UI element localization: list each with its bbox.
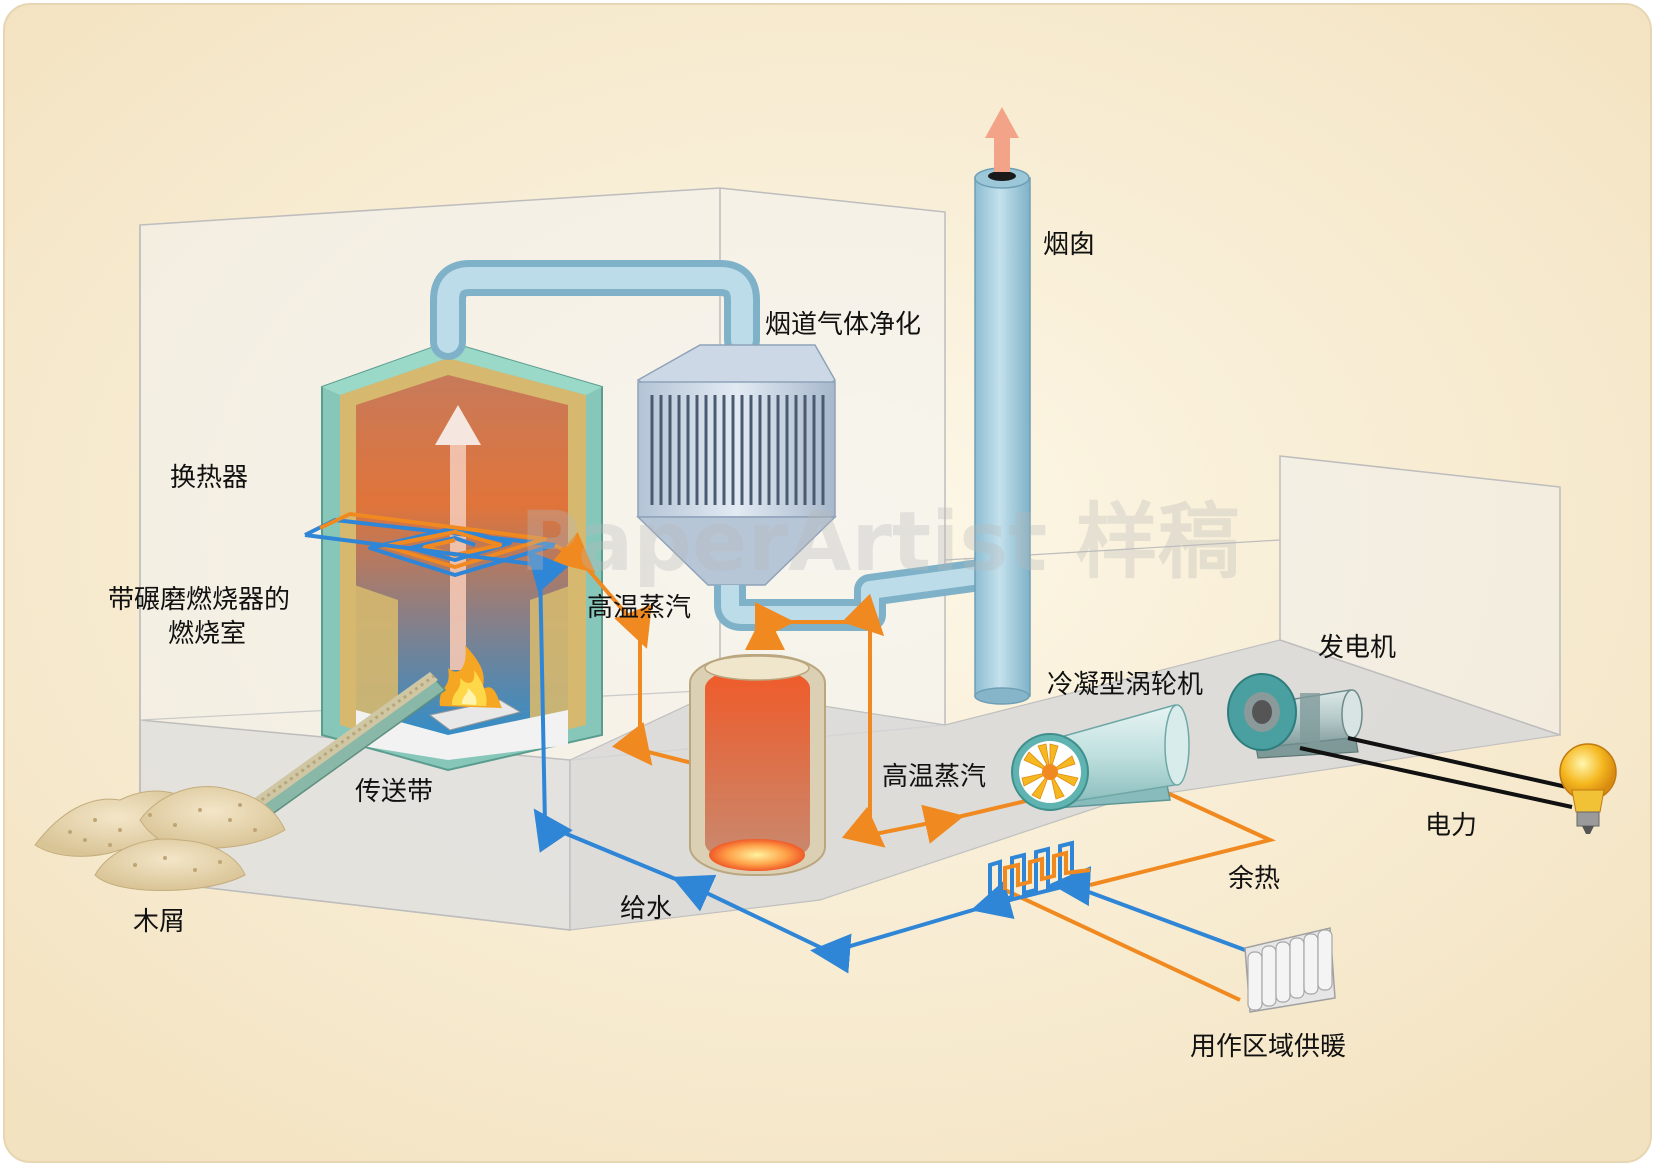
label-waste-heat: 余热 xyxy=(1228,864,1280,894)
label-heat-exchanger: 换热器 xyxy=(170,463,248,493)
label-wood-chips: 木屑 xyxy=(133,907,185,937)
waste-heat-line xyxy=(1089,783,1277,887)
label-condensing-turbine: 冷凝型涡轮机 xyxy=(1047,670,1203,700)
label-flue-gas-cleaning: 烟道气体净化 xyxy=(765,310,921,340)
label-generator: 发电机 xyxy=(1318,633,1396,663)
steam-tank xyxy=(689,654,826,876)
exhaust-arrow-icon xyxy=(985,107,1019,172)
label-combustion-chamber-line1: 带碾磨燃烧器的 xyxy=(108,585,290,615)
label-conveyor-belt: 传送带 xyxy=(355,777,433,807)
label-district-heating: 用作区域供暖 xyxy=(1190,1032,1346,1062)
label-combustion-chamber-line2: 燃烧室 xyxy=(168,619,246,649)
generator xyxy=(1227,673,1363,759)
watermark: PaperArtist 样稿 xyxy=(520,495,1240,590)
label-feed-water: 给水 xyxy=(620,894,672,924)
wood-chips-pile xyxy=(34,786,286,891)
condenser-coil xyxy=(988,840,1091,905)
radiator-icon xyxy=(1244,927,1336,1013)
label-high-temp-steam-2: 高温蒸汽 xyxy=(882,762,986,792)
flue-duct xyxy=(430,260,760,360)
fire-icon xyxy=(428,645,522,731)
label-chimney: 烟囱 xyxy=(1043,230,1095,260)
chimney xyxy=(974,167,1031,705)
condensing-turbine xyxy=(1011,704,1190,811)
conveyor-belt xyxy=(248,672,447,821)
feed-water-line xyxy=(304,533,1246,974)
power-cables xyxy=(1299,736,1581,809)
label-electricity: 电力 xyxy=(1425,811,1477,841)
label-high-temp-steam-1: 高温蒸汽 xyxy=(587,593,691,623)
light-bulb-icon xyxy=(1559,743,1617,834)
